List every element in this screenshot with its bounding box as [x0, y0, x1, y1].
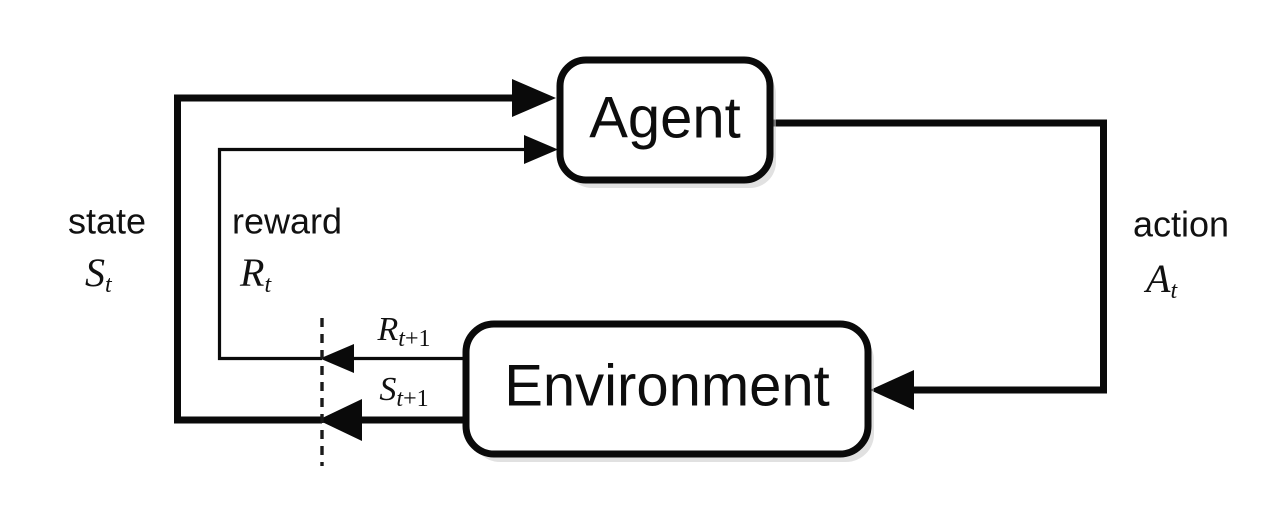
state-next-sub: t	[396, 386, 404, 412]
label-reward-next: Rt+1	[377, 311, 431, 352]
action-word: action	[1133, 204, 1229, 245]
reward-next-sub: t	[398, 326, 406, 352]
connection-reward-to-agent	[217, 135, 558, 361]
connection-env-emit-reward	[320, 344, 466, 373]
agent-label: Agent	[589, 85, 741, 150]
node-environment[interactable]: Environment	[462, 320, 874, 462]
action-symbol: At	[1143, 256, 1178, 303]
state-symbol-sub: t	[105, 272, 113, 298]
connection-action-to-environment	[770, 119, 1107, 410]
state-word: state	[68, 201, 146, 242]
state-symbol: St	[85, 250, 113, 297]
state-next-sub-plus: +1	[403, 386, 429, 412]
environment-label: Environment	[504, 353, 830, 418]
arrowhead-action-into-environment	[870, 370, 914, 410]
arrowhead-reward-into-agent	[524, 135, 558, 164]
label-reward: reward Rt	[232, 201, 342, 298]
reward-next-base: R	[377, 311, 399, 348]
arrowhead-reward-next	[320, 344, 354, 373]
arrowhead-state-into-agent	[512, 79, 556, 117]
reward-word: reward	[232, 201, 342, 242]
state-next-base: S	[379, 371, 396, 408]
connection-env-emit-state	[318, 399, 466, 441]
reward-symbol: Rt	[239, 250, 272, 297]
arrowhead-state-next	[318, 399, 362, 441]
reward-symbol-sub: t	[264, 272, 272, 298]
connection-state-to-agent	[174, 79, 556, 424]
state-symbol-base: S	[85, 250, 105, 295]
label-state-next: St+1	[379, 371, 428, 412]
agent-box	[556, 56, 774, 184]
action-symbol-base: A	[1143, 256, 1171, 301]
label-state: state St	[68, 201, 146, 298]
label-action: action At	[1133, 204, 1229, 304]
action-symbol-sub: t	[1170, 278, 1178, 304]
reward-next-sub-plus: +1	[405, 326, 431, 352]
node-agent[interactable]: Agent	[556, 56, 776, 188]
environment-box	[462, 320, 872, 458]
reward-symbol-base: R	[239, 250, 264, 295]
